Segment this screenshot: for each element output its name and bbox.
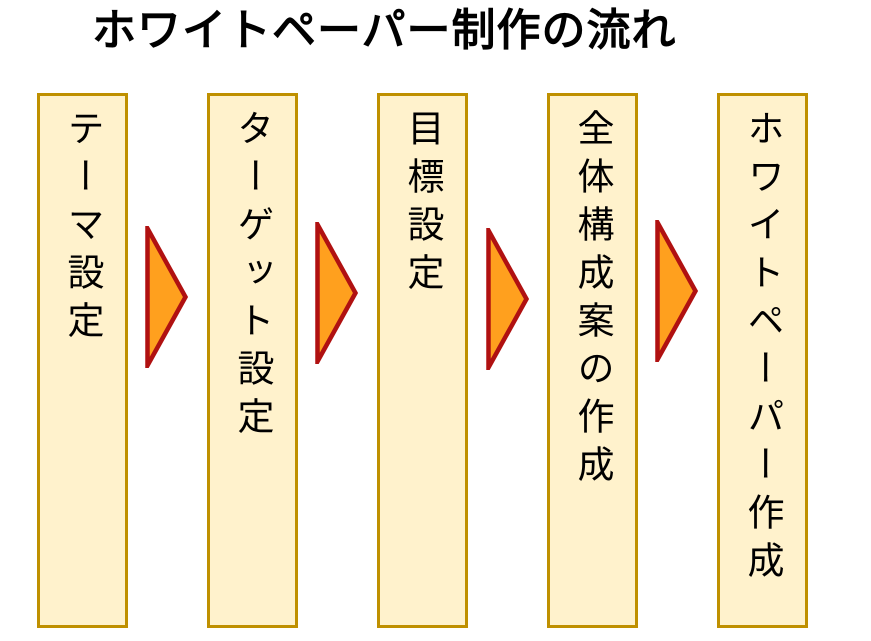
flow-step-create: ホワイトペーパー作成 [717,93,808,628]
flow-arrow-3 [486,228,529,370]
flow-arrow-4 [655,220,698,362]
right-arrow-icon [145,226,188,368]
flow-arrow-2 [315,222,358,364]
right-arrow-icon [655,220,698,362]
flow-step-label: 目標設定 [402,109,443,301]
page-title: ホワイトペーパー制作の流れ [92,6,677,55]
flow-step-theme: テーマ設定 [37,93,128,628]
flow-step-target: ターゲット設定 [207,93,298,628]
right-arrow-icon [486,228,529,370]
flow-step-goal: 目標設定 [377,93,468,628]
flow-step-label: ホワイトペーパー作成 [742,109,783,589]
flow-step-label: テーマ設定 [62,109,103,349]
flow-step-structure: 全体構成案の作成 [547,93,638,628]
flow-step-label: 全体構成案の作成 [572,109,613,493]
flow-step-label: ターゲット設定 [232,109,273,445]
flow-arrow-1 [145,226,188,368]
right-arrow-icon [315,222,358,364]
